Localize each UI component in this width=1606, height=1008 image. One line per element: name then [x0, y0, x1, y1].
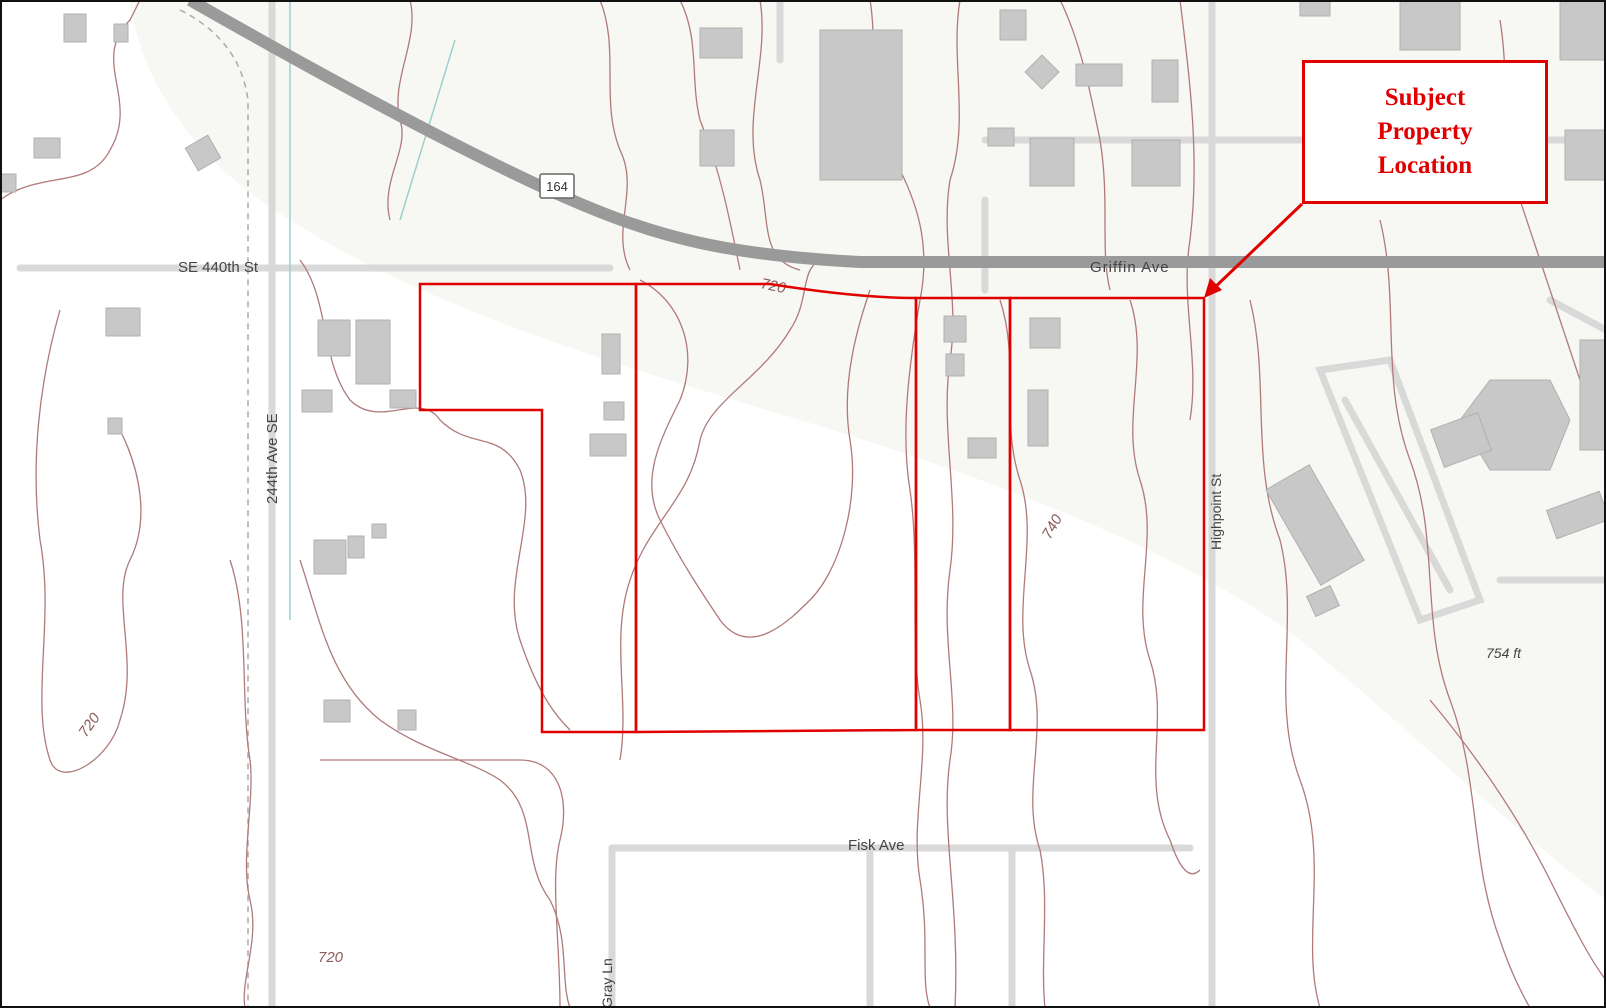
street-label-griffin: Griffin Ave	[1090, 259, 1170, 276]
subject-parcels	[418, 282, 1206, 734]
spot-elevation: 754 ft	[1486, 645, 1522, 661]
parcel-4	[1008, 296, 1206, 732]
shaded-terrain	[130, 0, 1606, 900]
buildings	[0, 0, 1606, 731]
subject-property-callout: Subject Property Location	[1302, 60, 1548, 204]
street-label-244th: 244th Ave SE	[264, 413, 281, 504]
callout-line-1: Subject	[1384, 84, 1466, 111]
callout-line-3: Location	[1377, 152, 1473, 179]
street-label-gray: Gray Ln	[599, 958, 615, 1008]
street-label-fisk: Fisk Ave	[848, 837, 904, 854]
callout-line-2: Property	[1377, 118, 1473, 145]
trail	[179, 9, 249, 1008]
contour-label-720-bottom: 720	[318, 949, 344, 966]
street-label-highpoint: Highpoint St	[1208, 474, 1224, 550]
route-shield-label: 164	[546, 179, 568, 194]
local-roads	[16, 0, 1606, 1008]
street-label-se-440th: SE 440th St	[178, 259, 259, 276]
contour-label-720-top: 720	[759, 275, 788, 297]
route-shield: 164	[539, 173, 575, 199]
callout-arrow	[1204, 202, 1304, 298]
